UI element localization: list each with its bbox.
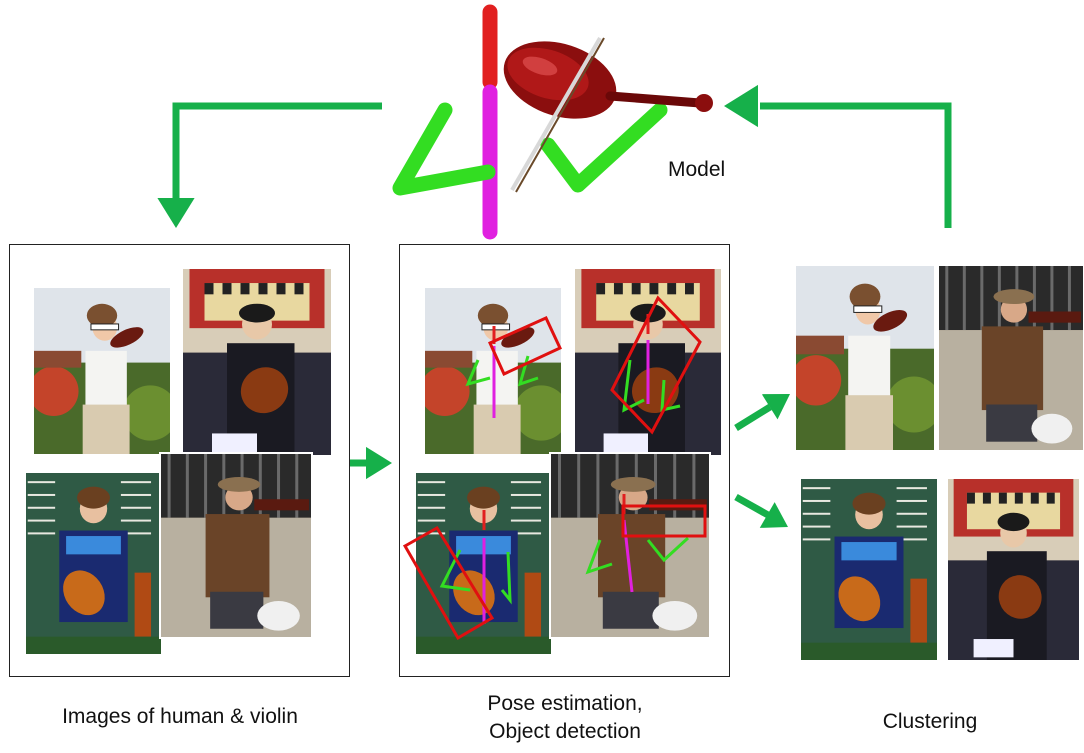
pose-caption-line2: Object detection xyxy=(489,720,641,743)
input-to-pose-arrowhead xyxy=(366,446,392,480)
pose-to-cluster2-arrow xyxy=(734,493,770,519)
pose-overlay-girl-sunglasses xyxy=(465,316,562,418)
model-to-input-arrowhead xyxy=(157,198,195,228)
pose-photo-man-hat xyxy=(549,452,711,639)
clustering-to-model-arrow xyxy=(760,102,952,228)
pose-overlay-man-hat xyxy=(585,494,707,593)
pose-to-cluster2-arrowhead xyxy=(759,502,788,528)
input-photo-man-hat xyxy=(159,452,313,639)
input-images-caption: Images of human & violin xyxy=(62,705,298,728)
pose-overlay-girl-blue xyxy=(402,510,512,641)
pose-overlays xyxy=(402,295,707,641)
model-right-arm xyxy=(540,102,668,193)
model-label: Model xyxy=(668,158,726,181)
clustering-to-model-arrowhead xyxy=(724,84,758,128)
cluster1-photo-man-hat xyxy=(937,264,1084,452)
cluster1-photo-girl-sunglasses xyxy=(794,264,936,452)
clustering-caption: Clustering xyxy=(882,710,978,733)
input-photo-girl-sunglasses xyxy=(32,286,172,456)
input-photo-man-suit xyxy=(181,267,333,457)
pose-overlay-man-suit xyxy=(610,295,702,435)
input-photo-girl-blue xyxy=(24,471,163,656)
pose-to-cluster1-arrow xyxy=(734,404,772,431)
model-to-input-arrow xyxy=(172,102,382,198)
cluster2-photo-man-suit xyxy=(946,477,1081,662)
violin-icon xyxy=(503,36,713,193)
pose-caption-line1: Pose estimation, xyxy=(487,692,643,715)
model-left-arm xyxy=(392,102,496,196)
cluster2-photo-girl-blue xyxy=(799,477,939,662)
pose-to-cluster1-arrowhead xyxy=(761,394,790,420)
